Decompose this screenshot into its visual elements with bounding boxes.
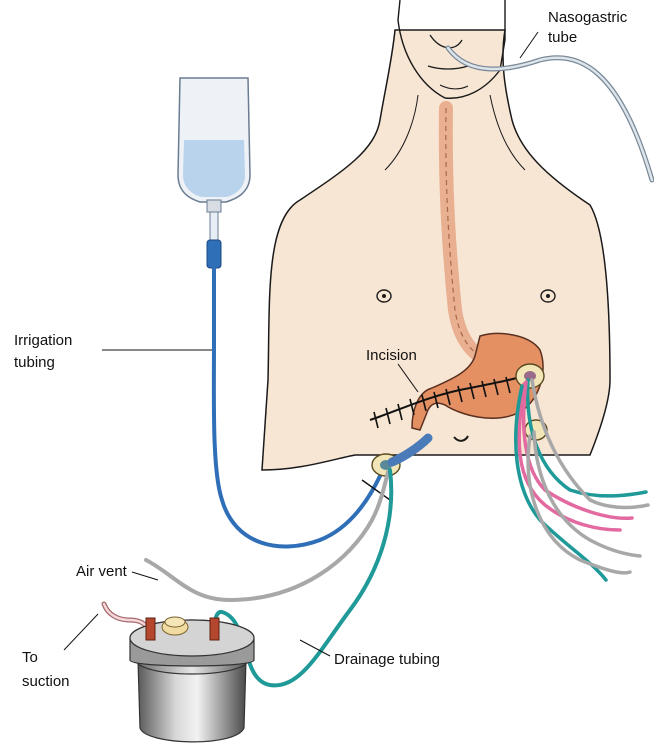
label-incision: Incision — [366, 347, 417, 364]
label-to-suction-line2: suction — [22, 673, 70, 690]
right-drain-site-upper — [516, 364, 544, 388]
suction-canister — [130, 617, 254, 742]
air-vent-leader-line — [132, 572, 158, 580]
label-nasogastric-line1: Nasogastric — [548, 9, 628, 26]
air-vent-tube — [146, 472, 388, 600]
label-irrigation-line1: Irrigation — [14, 332, 72, 349]
nasogastric-leader-line — [520, 32, 538, 58]
label-air-vent: Air vent — [76, 563, 128, 580]
irrigation-bottle — [178, 78, 250, 268]
label-drainage-tubing: Drainage tubing — [334, 651, 440, 668]
label-irrigation-line2: tubing — [14, 354, 55, 371]
label-to-suction-line1: To — [22, 649, 38, 666]
suction-leader-line — [64, 614, 98, 650]
label-nasogastric-line2: tube — [548, 29, 577, 46]
